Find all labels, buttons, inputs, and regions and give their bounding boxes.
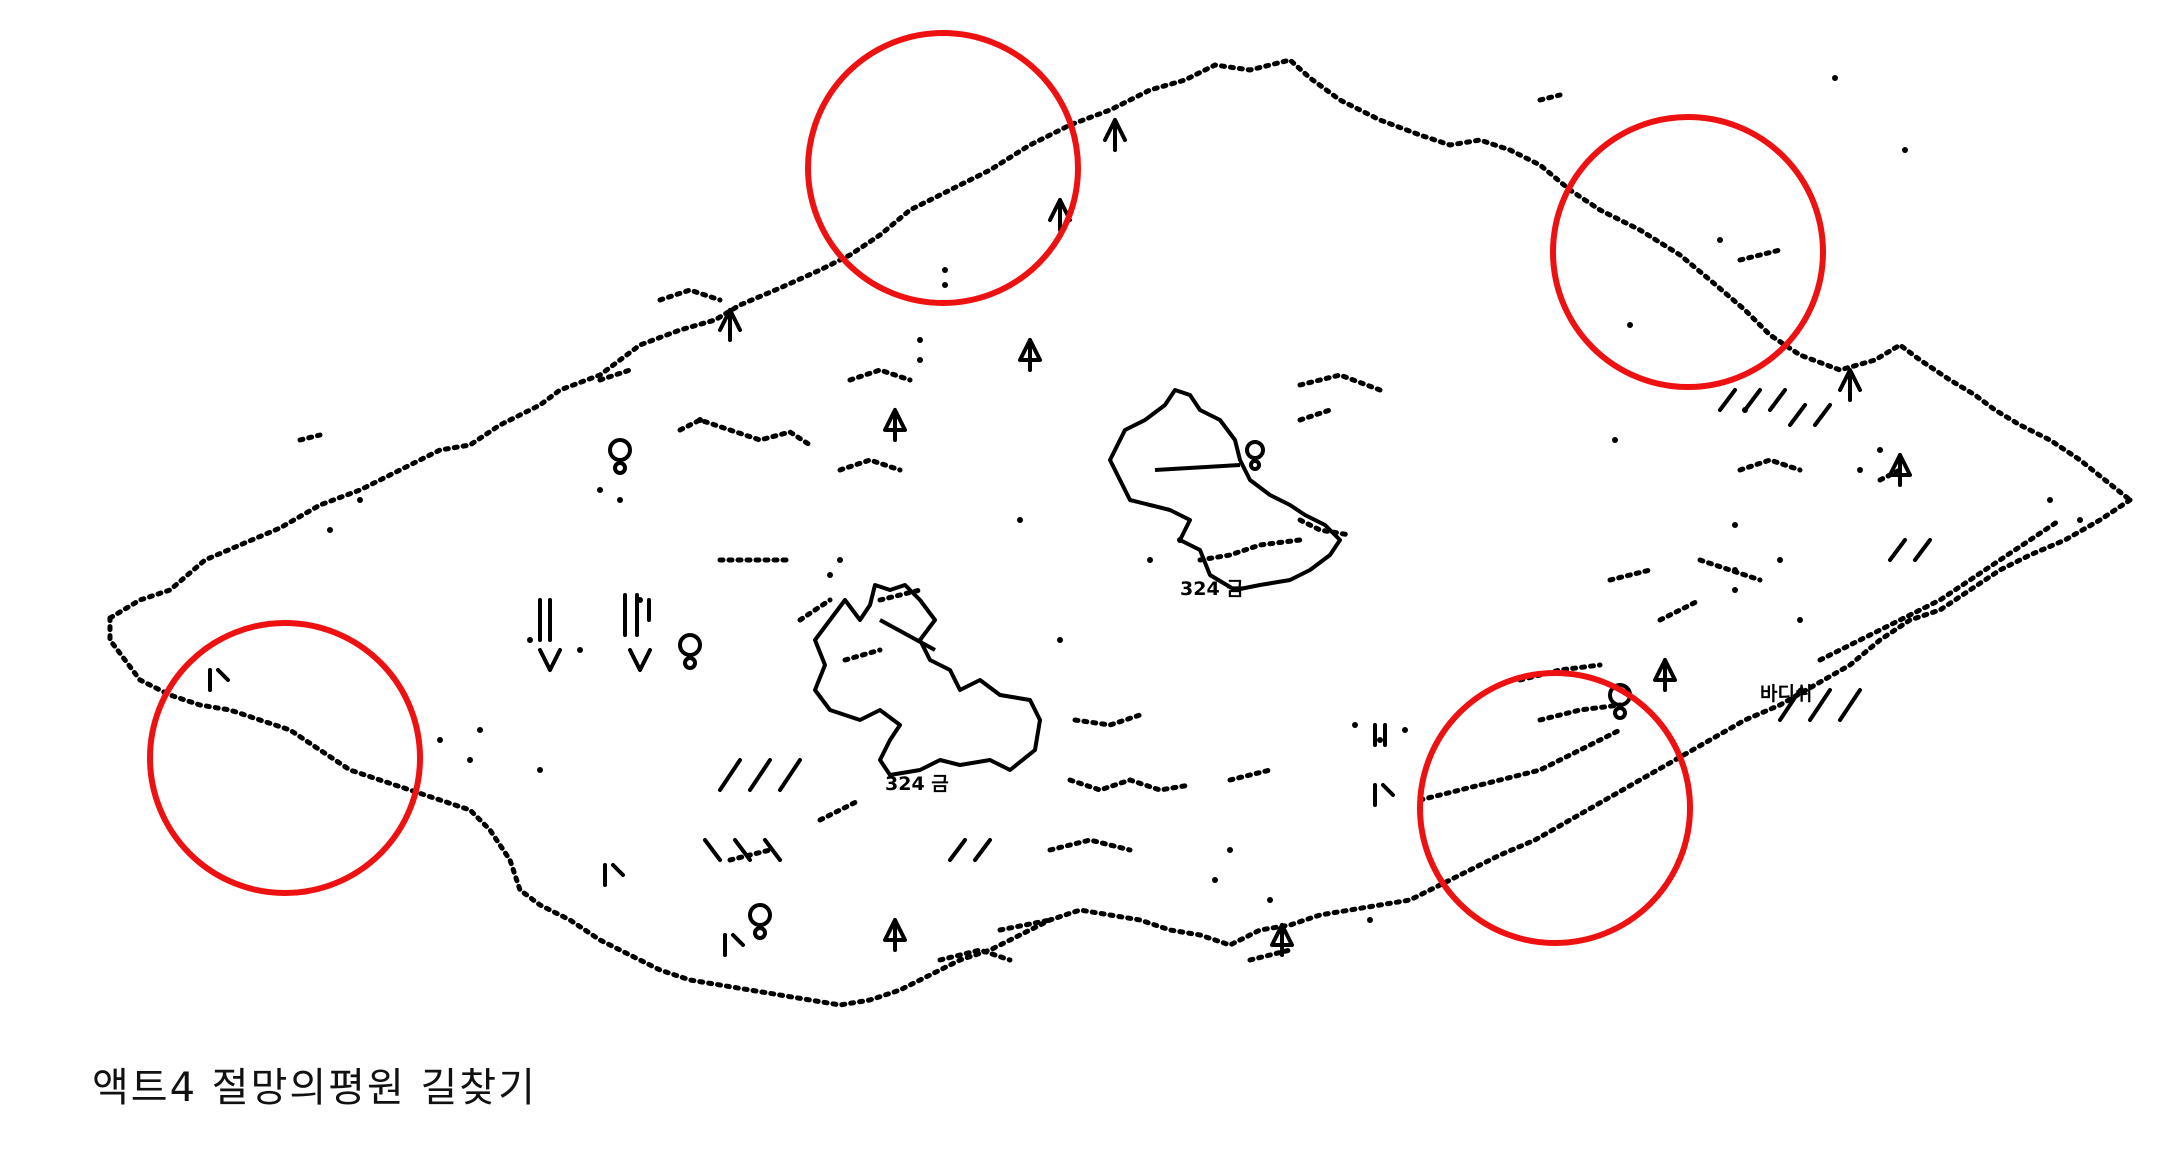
- waypoint-icon[interactable]: [608, 438, 632, 475]
- tree-icon: [703, 838, 782, 862]
- highlight-circle-bottom-right: [1417, 670, 1693, 946]
- tree-icon: [1888, 453, 1912, 487]
- tree-icon: [723, 933, 745, 957]
- tree-icon: [1653, 658, 1677, 692]
- npc-name-label: 바디쉬: [1760, 683, 1812, 705]
- tree-icon: [1373, 783, 1395, 807]
- tree-icon: [883, 408, 907, 442]
- dot-scatter: [327, 75, 2083, 923]
- tree-icon: [628, 648, 652, 672]
- highlight-circle-right: [1550, 114, 1826, 390]
- tree-icon: [603, 863, 625, 887]
- tree-icon: [1718, 388, 1787, 412]
- region-center-right: [1108, 388, 1342, 592]
- region-center-left: [813, 583, 1042, 777]
- tree-icon: [208, 668, 230, 692]
- highlight-circle-top: [805, 30, 1081, 306]
- tree-icon: [1270, 923, 1294, 957]
- map-boundary: [107, 57, 2133, 1008]
- terrain-features: [297, 92, 2063, 963]
- area-count-label: 324 금: [885, 773, 949, 795]
- tree-icon: [1103, 118, 1127, 152]
- tree-icon: [538, 598, 552, 642]
- waypoint-icon[interactable]: [678, 633, 702, 670]
- tree-icon: [718, 758, 802, 792]
- tree-icon: [538, 648, 562, 672]
- waypoint-icon[interactable]: [1245, 440, 1265, 471]
- area-count-label: 324 금: [1180, 578, 1244, 600]
- tree-icon: [718, 308, 742, 342]
- tree-icon: [623, 593, 651, 637]
- solid-regions: [813, 388, 1342, 777]
- waypoint-icon[interactable]: [748, 903, 772, 940]
- tree-icon: [1373, 723, 1387, 747]
- waypoint-markers: [608, 438, 1632, 940]
- tree-icon: [1778, 688, 1862, 722]
- map-caption: 액트4 절망의평원 길찾기: [92, 1065, 537, 1111]
- tree-icon: [1838, 368, 1862, 402]
- tree-icon: [1788, 403, 1832, 427]
- tree-icon: [1018, 338, 1042, 372]
- tree-icon: [1888, 538, 1932, 562]
- tree-icon: [948, 838, 992, 862]
- tree-icon: [883, 918, 907, 952]
- map-labels: 324 금 324 금 바디쉬: [885, 578, 1812, 795]
- highlight-circle-left: [147, 620, 423, 896]
- tree-icons: [208, 118, 1932, 957]
- highlight-circles: [147, 30, 1826, 946]
